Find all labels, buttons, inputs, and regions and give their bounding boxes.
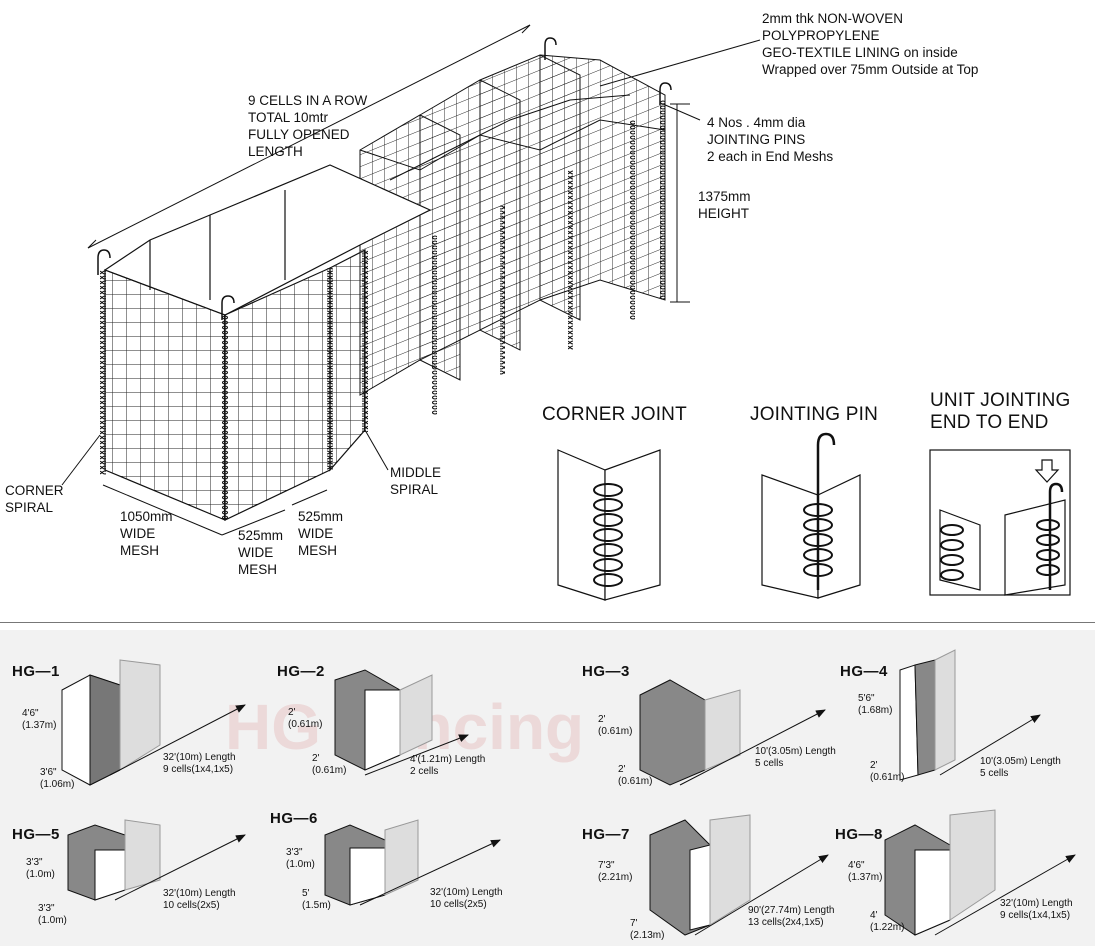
unit-hg2-code: HG—2 (277, 663, 325, 680)
front-cells (103, 164, 432, 521)
unit-hg6-length: 32'(10m) Length 10 cells(2x5) (430, 887, 503, 910)
pin-leader (662, 103, 701, 121)
unit-hg6-code: HG—6 (270, 810, 318, 827)
unit-hg4-drawing (899, 649, 1041, 781)
jointing-pin-detail (761, 432, 861, 599)
middle-spiral-2 (362, 250, 368, 432)
cells-note: 9 CELLS IN A ROW TOTAL 10mtr FULLY OPENE… (248, 93, 368, 159)
width-dimension-lines (102, 484, 328, 536)
unit-hg5-width: 3'3" (1.0m) (38, 903, 67, 926)
unit-hg6-height: 3'3" (1.0m) (286, 847, 315, 870)
unit-hg7-length: 90'(27.74m) Length 13 cells(2x4,1x5) (748, 905, 835, 928)
pins-note: 4 Nos . 4mm dia JOINTING PINS 2 each in … (707, 115, 834, 164)
unit-hg2-length: 4'(1.21m) Length 2 cells (410, 754, 486, 777)
unit-hg7-height: 7'3" (2.21m) (598, 860, 633, 883)
unit-hg5-code: HG—5 (12, 826, 60, 843)
unit-hg3-width: 2' (0.61m) (618, 764, 653, 787)
unit-hg1-height: 4'6" (1.37m) (22, 708, 57, 731)
middle-spiral-label: MIDDLE SPIRAL (390, 465, 442, 497)
geotextile-note: 2mm thk NON-WOVEN POLYPROPYLENE GEO-TEXT… (762, 11, 979, 77)
unit-hg4-code: HG—4 (840, 663, 888, 680)
unit-hg4-width: 2' (0.61m) (870, 760, 905, 783)
unit-hg3-drawing (639, 679, 826, 786)
height-dimension-line (670, 103, 690, 303)
unit-hg4-length: 10'(3.05m) Length 5 cells (980, 756, 1061, 779)
unit-hg2-drawing (334, 669, 469, 776)
unit-hg5-height: 3'3" (1.0m) (26, 857, 55, 880)
unit-hg6-drawing (324, 819, 501, 906)
unit-hg1-drawing (61, 659, 246, 786)
middle-spiral-leader (364, 429, 389, 471)
unit-hg6-width: 5' (1.5m) (302, 888, 331, 911)
corner-joint-detail (557, 449, 661, 601)
unit-hg8-code: HG—8 (835, 826, 883, 843)
unit-jointing-detail (929, 449, 1071, 596)
section-divider (0, 622, 1095, 623)
corner-spiral-label: CORNER SPIRAL (5, 483, 64, 515)
mesh-525-label-a: 525mm WIDE MESH (238, 528, 284, 577)
unit-hg4-height: 5'6" (1.68m) (858, 693, 893, 716)
jointing-pins (97, 37, 672, 320)
corner-spiral (100, 270, 106, 475)
unit-hg2-width: 2' (0.61m) (312, 753, 347, 776)
unit-hg8-width: 4' (1.22m) (870, 910, 905, 933)
corner-joint-title: CORNER JOINT (542, 404, 687, 425)
mesh-1050-label: 1050mm WIDE MESH (120, 509, 173, 558)
unit-hg8-height: 4'6" (1.37m) (848, 860, 883, 883)
jointing-pin-title: JOINTING PIN (750, 404, 879, 425)
unit-hg2-height: 2' (0.61m) (288, 707, 323, 730)
unit-hg8-length: 32'(10m) Length 9 cells(1x4,1x5) (1000, 898, 1073, 921)
length-dimension-line (87, 24, 531, 249)
unit-hg1-length: 32'(10m) Length 9 cells(1x4,1x5) (163, 752, 236, 775)
unit-hg3-length: 10'(3.05m) Length 5 cells (755, 746, 836, 769)
unit-hg5-drawing (67, 819, 246, 901)
unit-hg5-length: 32'(10m) Length 10 cells(2x5) (163, 888, 236, 911)
unit-hg3-code: HG—3 (582, 663, 630, 680)
unit-jointing-title: UNIT JOINTING END TO END (930, 390, 1071, 433)
unit-hg1-width: 3'6" (1.06m) (40, 767, 75, 790)
unit-hg3-height: 2' (0.61m) (598, 714, 633, 737)
corner-spiral-leader (61, 434, 101, 486)
unit-hg7-drawing (649, 814, 829, 936)
middle-spiral (327, 268, 333, 470)
corner-spiral-2 (222, 315, 228, 520)
unit-hg7-width: 7' (2.13m) (630, 918, 665, 941)
unit-hg1-code: HG—1 (12, 663, 60, 680)
unit-hg7-code: HG—7 (582, 826, 630, 843)
unit-hg8-drawing (884, 809, 1076, 936)
mesh-525-label-b: 525mm WIDE MESH (298, 509, 344, 558)
height-note: 1375mm HEIGHT (698, 189, 751, 221)
